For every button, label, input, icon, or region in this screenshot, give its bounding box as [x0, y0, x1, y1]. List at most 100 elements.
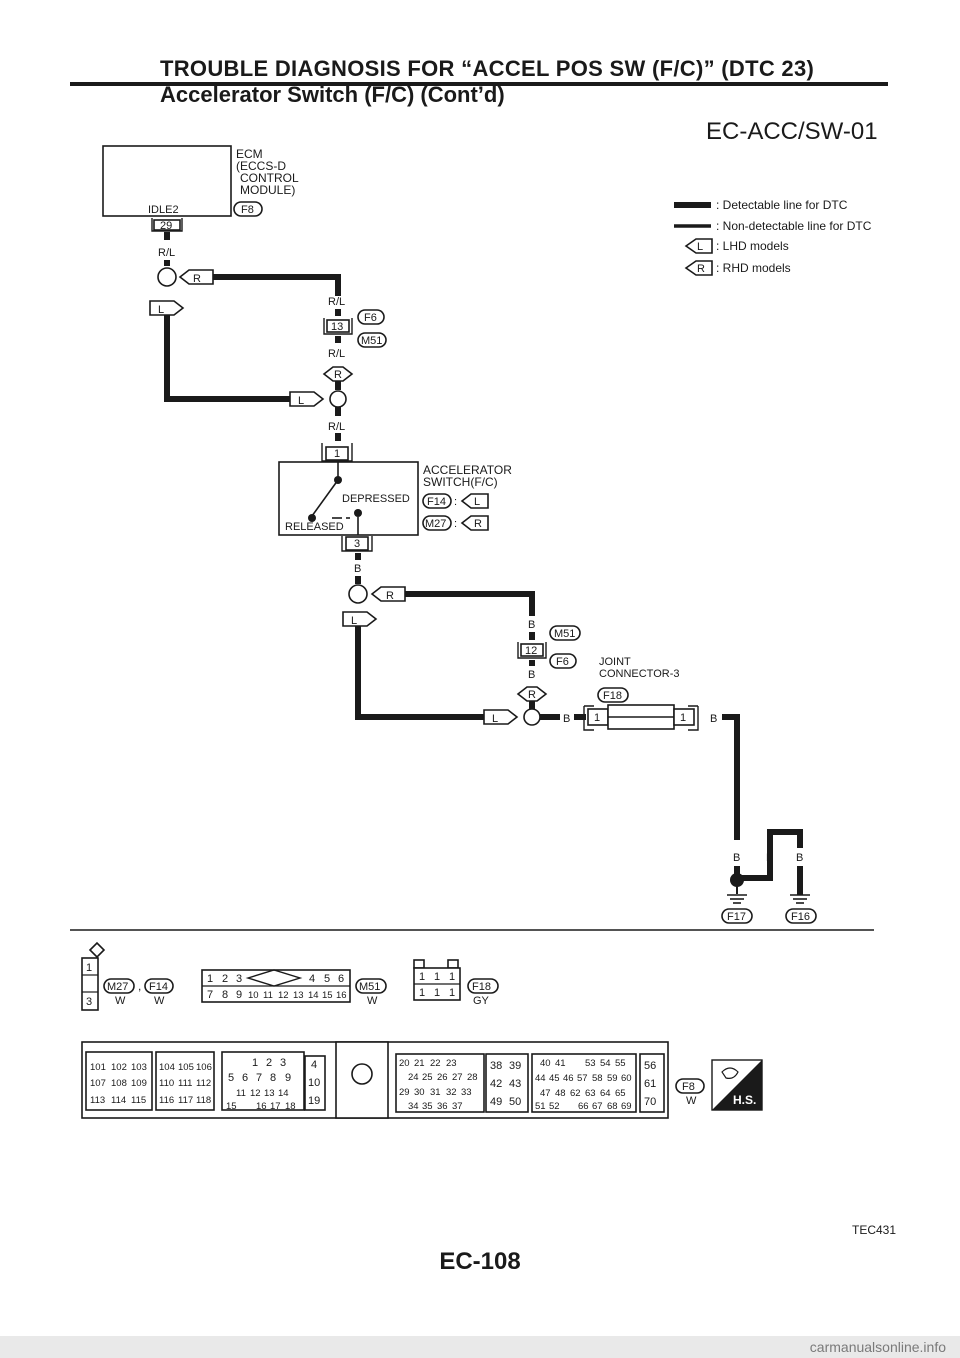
ecm-pin-46: 46	[563, 1073, 574, 1084]
ecm-pin-53: 53	[585, 1058, 596, 1069]
ecm-pin-box	[153, 219, 181, 231]
f8-tag-2	[675, 1078, 705, 1094]
m51-label-2: M51	[554, 628, 575, 640]
ecm-pin-52: 52	[549, 1101, 560, 1112]
f18-latch-left	[413, 959, 425, 969]
f18-latch-right	[447, 959, 459, 969]
ecm-unit: ECM (ECCS-D CONTROL MODULE) IDLE2 F8 29	[102, 145, 299, 232]
ecm-pin-108: 108	[111, 1078, 127, 1089]
ecm-pin-42: 42	[490, 1078, 502, 1090]
f18-label-2: F18	[472, 981, 491, 993]
pin13-bracket	[323, 318, 353, 335]
ecm-connector-face: 101 102 103 107 108 109 113 114 115 104 …	[81, 1041, 763, 1119]
m27-rhd-label: R	[474, 518, 482, 530]
ecm-pin-c17: 17	[270, 1101, 281, 1112]
tag-r-3-label: R	[386, 590, 394, 602]
ecm-center-hole	[351, 1063, 373, 1085]
m51-pin-1: 1	[207, 973, 213, 985]
m51-pin-8: 8	[222, 989, 228, 1001]
ecm-pin-c15: 15	[226, 1101, 237, 1112]
ecm-pin-30: 30	[414, 1087, 425, 1098]
f14-lhd-label: L	[474, 496, 480, 508]
f8-color: W	[686, 1095, 697, 1107]
pin13: 13	[331, 321, 343, 333]
ecm-label-3: CONTROL	[240, 171, 299, 185]
ecm-pin-105: 105	[178, 1062, 194, 1073]
legend-detectable: : Detectable line for DTC	[716, 198, 848, 212]
tag-l-3-label: L	[351, 615, 357, 627]
ecm-pin-101: 101	[90, 1062, 106, 1073]
switch-pin3-box	[345, 536, 369, 551]
ecm-pin-60: 60	[621, 1073, 632, 1084]
m51-pin-5: 5	[324, 973, 330, 985]
f18-tag-2	[467, 978, 499, 994]
f14-label-1: F14	[427, 496, 446, 508]
tag-r-2	[322, 366, 354, 382]
ecm-pin-57: 57	[577, 1073, 588, 1084]
m27-tag-1	[422, 515, 452, 531]
legend-lhd-tag: L	[697, 241, 703, 253]
legend-lhd-tag-shape	[684, 238, 713, 254]
f17-tag	[721, 908, 753, 924]
splice-circle-3	[348, 584, 368, 604]
tag-l-4	[483, 709, 519, 725]
f16-tag	[785, 908, 817, 924]
legend: : Detectable line for DTC : Non-detectab…	[674, 198, 872, 276]
f18-pin-e: 1	[434, 987, 440, 999]
legend-rhd: : RHD models	[716, 261, 791, 275]
f6-tag-2	[549, 653, 577, 669]
wire-label-b-6: B	[733, 852, 740, 864]
f6-label-2: F6	[556, 656, 569, 668]
ecm-pin-c9: 9	[285, 1072, 291, 1084]
ecm-pin-118: 118	[196, 1095, 211, 1106]
m27-colon: :	[454, 518, 457, 530]
tag-l-4-label: L	[492, 713, 498, 725]
ecm-pin-28: 28	[467, 1072, 478, 1083]
f14-lhd-tag	[460, 493, 489, 509]
wire-ground-link	[767, 829, 803, 881]
joint-name-1: JOINT	[599, 656, 631, 668]
splice-circle-4	[523, 708, 541, 726]
tag-l-2	[289, 391, 325, 407]
f14-colon: :	[454, 496, 457, 508]
splice-circle-2	[329, 390, 347, 408]
switch-contact-depressed	[354, 509, 362, 517]
ecm-pin-64: 64	[600, 1088, 611, 1099]
m27-f14-sep: ,	[138, 979, 141, 993]
f18-pin-f: 1	[449, 987, 455, 999]
f14-tag-1	[422, 493, 452, 509]
ecm-block-e	[395, 1053, 485, 1113]
pin12-box	[520, 643, 544, 657]
ecm-pin-110: 110	[159, 1078, 174, 1089]
wire-label-b-4: B	[563, 713, 570, 725]
ecm-pin-113: 113	[90, 1095, 105, 1106]
ecm-pin-bracket	[151, 218, 183, 232]
ecm-pin-20: 20	[399, 1058, 410, 1069]
ecm-pin-39: 39	[509, 1060, 521, 1072]
ecm-pin-65: 65	[615, 1088, 626, 1099]
ecm-block-d	[304, 1055, 326, 1111]
ecm-pin-22: 22	[430, 1058, 441, 1069]
lower-harness: B R L B 12 M51 F6 B R L B JOINT CONNECTO…	[342, 553, 740, 840]
hs-badge-icon: H.S.	[711, 1059, 763, 1111]
ecm-connector-tag	[233, 201, 263, 217]
wire-label-b-2: B	[528, 619, 535, 631]
ecm-pin-25: 25	[422, 1072, 433, 1083]
switch-name-2: SWITCH(F/C)	[423, 475, 498, 489]
ecm-pin-c14: 14	[278, 1088, 289, 1099]
header-rule	[70, 82, 888, 86]
f18-pin-b: 1	[434, 971, 440, 983]
ecm-pin-70: 70	[644, 1096, 656, 1108]
ecm-pin-c18: 18	[285, 1101, 296, 1112]
ecm-pin-103: 103	[131, 1062, 147, 1073]
ecm-pin-45: 45	[549, 1073, 560, 1084]
m51-pin-12: 12	[278, 990, 289, 1001]
ecm-pin-102: 102	[111, 1062, 127, 1073]
legend-lhd: : LHD models	[716, 239, 789, 253]
page-subtitle: Accelerator Switch (F/C) (Cont’d)	[160, 82, 505, 107]
f14-label-2: F14	[149, 981, 168, 993]
wire-lhd-bottom	[355, 626, 484, 720]
m51-tag-3	[355, 978, 387, 994]
switch-pin1-box	[325, 446, 349, 461]
